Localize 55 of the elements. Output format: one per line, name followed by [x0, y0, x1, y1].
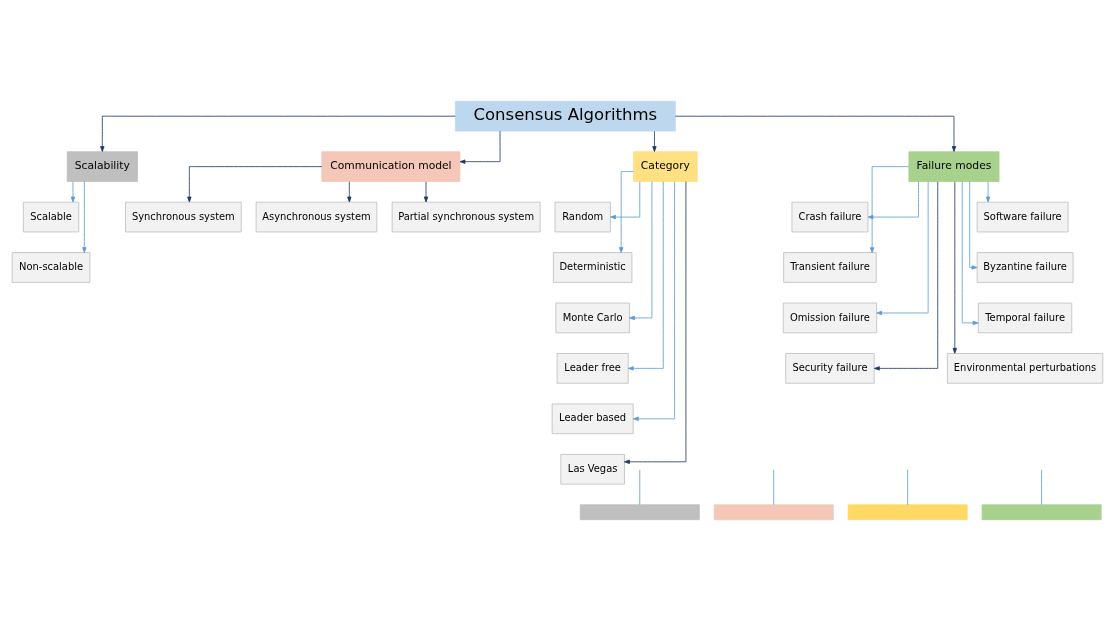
arrow [952, 180, 957, 354]
node-box: Random [554, 201, 611, 232]
node-box: Non-scalable [11, 251, 91, 283]
arrow [675, 115, 957, 152]
node-box: Security failure [785, 352, 875, 384]
node-box: Scalable [22, 201, 80, 232]
node-box: Environmental perturbations [946, 352, 1104, 384]
node-box: Software failure [976, 201, 1069, 232]
node-box: Transient failure [783, 251, 877, 283]
arrow [985, 180, 991, 202]
node-box: Monte Carlo [555, 302, 630, 333]
arrow [619, 170, 634, 253]
node-box: Communication model [321, 150, 461, 182]
node-box: Las Vegas [560, 453, 625, 485]
arrow [423, 180, 429, 202]
node-bar [579, 503, 700, 520]
node-box: Consensus Algorithms [454, 100, 676, 131]
arrow [70, 180, 76, 202]
node-box: Leader free [556, 352, 629, 384]
node-box: Asynchronous system [255, 201, 378, 232]
arrow [627, 180, 664, 371]
arrow [961, 180, 979, 325]
arrow [874, 180, 939, 371]
arrow [100, 115, 456, 152]
node-box: Temporal failure [977, 302, 1073, 333]
arrow [869, 165, 910, 253]
connector [907, 468, 909, 505]
arrow [629, 180, 653, 320]
node-box: Scalability [66, 150, 138, 182]
node-box: Failure modes [908, 150, 1000, 182]
node-box: Deterministic [552, 251, 633, 283]
node-box: Synchronous system [125, 201, 242, 232]
arrow [610, 180, 641, 219]
arrow [624, 180, 687, 464]
connector [1041, 468, 1043, 505]
arrow [187, 165, 323, 202]
node-box: Byzantine failure [976, 251, 1074, 283]
node-box: Leader based [551, 403, 634, 434]
connector [639, 468, 641, 505]
node-box: Partial synchronous system [391, 201, 541, 232]
node-bar [713, 503, 834, 520]
node-box: Omission failure [782, 302, 878, 333]
arrow [652, 130, 657, 152]
arrow [867, 180, 919, 219]
node-bar [981, 503, 1102, 520]
arrow [82, 180, 87, 253]
connector [773, 468, 775, 505]
arrow [876, 180, 929, 315]
node-box: Crash failure [791, 201, 869, 232]
node-box: Category [633, 150, 698, 182]
arrow [632, 180, 675, 421]
arrow [459, 130, 501, 164]
arrow [969, 180, 978, 270]
arrow [347, 180, 352, 202]
node-bar [847, 503, 968, 520]
